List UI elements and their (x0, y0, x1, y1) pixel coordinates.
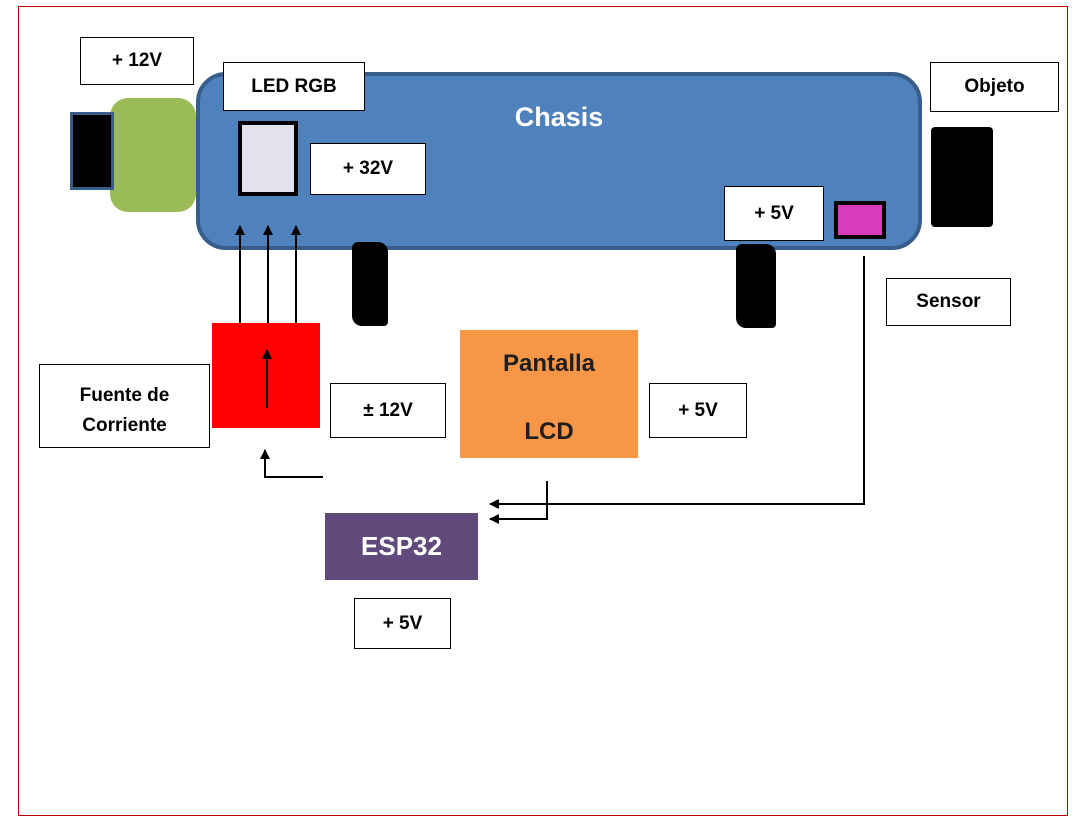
power-plug (110, 98, 196, 212)
label-fuente-line1: Fuente de (79, 385, 170, 406)
pantalla-label-line1: Pantalla (502, 350, 596, 377)
label-plus-32v: + 32V (310, 143, 426, 195)
label-plus-12v: + 12V (80, 37, 194, 85)
arrow-esp-fuente (260, 449, 323, 478)
chasis-title: Chasis (514, 102, 604, 132)
label-sensor: Sensor (886, 278, 1011, 326)
label-fuente-line2: Corriente (82, 415, 167, 436)
label-objeto: Objeto (930, 62, 1059, 112)
label-led-rgb: LED RGB (223, 62, 365, 111)
wheel-left (352, 242, 388, 326)
objeto-block (931, 127, 993, 227)
label-fuente-de-corriente: Fuente de Corriente (39, 364, 210, 448)
arrow-sensor-esp32 (489, 256, 865, 509)
wheel-right (736, 244, 776, 328)
arrow-lcd-esp32 (489, 481, 548, 524)
label-plus-5v-lcd: + 5V (649, 383, 747, 438)
power-plug-tip (70, 112, 114, 190)
pantalla-label-line2: LCD (524, 418, 574, 445)
sensor-component (834, 201, 886, 239)
label-plus-5v-sensor: + 5V (724, 186, 824, 241)
led-rgb-component (238, 121, 298, 196)
label-plus-minus-12v: ± 12V (330, 383, 446, 438)
label-plus-5v-esp32: + 5V (354, 598, 451, 649)
esp32-block: ESP32 (325, 513, 478, 580)
pantalla-lcd-block: Pantalla LCD (460, 330, 638, 458)
